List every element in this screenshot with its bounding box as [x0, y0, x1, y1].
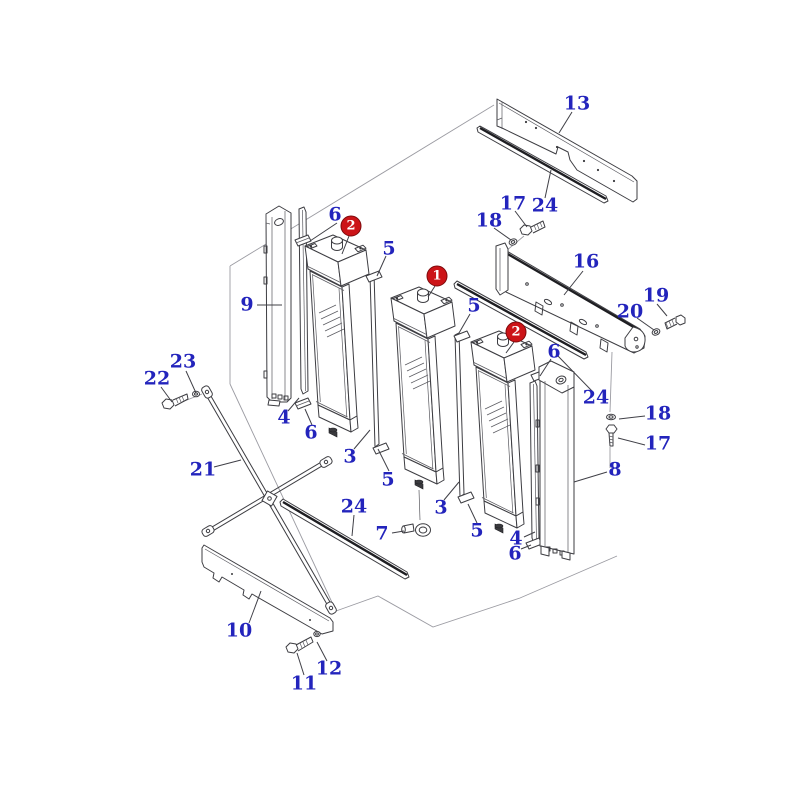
- part-10-bottom-bar: [201, 544, 334, 635]
- part-label-22-13: 22: [143, 367, 171, 390]
- part-24-seal-strip-bottom: [279, 498, 410, 580]
- part-label-17-1: 17: [499, 192, 527, 215]
- part-label-16-4: 16: [572, 250, 600, 273]
- bolt-17-right: [605, 424, 618, 447]
- part-label-8-27: 8: [608, 458, 622, 481]
- bolt-19: [664, 314, 686, 330]
- part-6-pad-top-left: [294, 234, 312, 247]
- part-label-7-23: 7: [375, 522, 389, 545]
- part-label-6-11: 6: [547, 340, 561, 363]
- part-label-11-31: 11: [290, 672, 318, 695]
- washer-18-top: [508, 238, 518, 246]
- part-label-18-3: 18: [475, 209, 503, 232]
- part-5-pad-top-right: [453, 330, 471, 343]
- bolt-17-top: [519, 220, 546, 236]
- washer-20: [651, 328, 661, 336]
- part-label-19-5: 19: [642, 284, 670, 307]
- part-label-4-25: 4: [509, 527, 523, 550]
- bolt-11: [285, 636, 314, 654]
- part-label-5-20: 5: [381, 468, 395, 491]
- part-6-pad-bottom-left: [294, 397, 312, 410]
- part-label-18-14: 18: [644, 402, 672, 425]
- part-label-5-24: 5: [470, 519, 484, 542]
- part-5-pad-bottom-left: [372, 442, 390, 455]
- washer-12: [313, 630, 321, 638]
- part-label-6-26: 6: [508, 542, 522, 565]
- phantom-lines: [181, 104, 618, 632]
- part-label-3-22: 3: [434, 496, 448, 519]
- leader-lines: [160, 111, 668, 676]
- part-24-seal-strip-top: [476, 125, 609, 204]
- part-7-eye-ring: [401, 489, 431, 537]
- part-label-4-16: 4: [277, 406, 291, 429]
- part-label-9-9: 9: [240, 293, 254, 316]
- part-label-24-21: 24: [340, 495, 368, 518]
- part-label-20-6: 20: [616, 300, 644, 323]
- washer-18-right: [606, 413, 616, 421]
- part-label-23-12: 23: [169, 350, 197, 373]
- part-8-right-frame: [535, 360, 575, 561]
- part-label-6-17: 6: [304, 421, 318, 444]
- part-label-24-2: 24: [531, 194, 559, 217]
- part-label-17-15: 17: [644, 432, 672, 455]
- part-3-strip-right: [454, 332, 465, 498]
- balloon-callout-2-2: 2: [505, 321, 527, 343]
- part-label-3-19: 3: [343, 445, 357, 468]
- part-label-5-10: 5: [467, 294, 481, 317]
- part-label-21-18: 21: [189, 458, 217, 481]
- part-9-left-frame: [263, 205, 292, 407]
- part-label-12-30: 12: [315, 657, 343, 680]
- part-21-cross-brace: [201, 385, 337, 615]
- bolt-22: [161, 393, 189, 410]
- part-24-seal-strip-middle: [453, 280, 589, 360]
- part-label-13-0: 13: [563, 92, 591, 115]
- part-5-pad-bottom-right: [457, 491, 475, 504]
- balloon-callout-1-1: 1: [426, 265, 448, 287]
- part-label-5-8: 5: [382, 237, 396, 260]
- part-16-support-bar: [495, 242, 646, 354]
- balloon-callout-2-0: 2: [340, 215, 362, 237]
- part-13-upper-bar: [496, 98, 638, 203]
- part-label-24-28: 24: [582, 386, 610, 409]
- part-label-6-7: 6: [328, 203, 342, 226]
- part-label-10-29: 10: [225, 619, 253, 642]
